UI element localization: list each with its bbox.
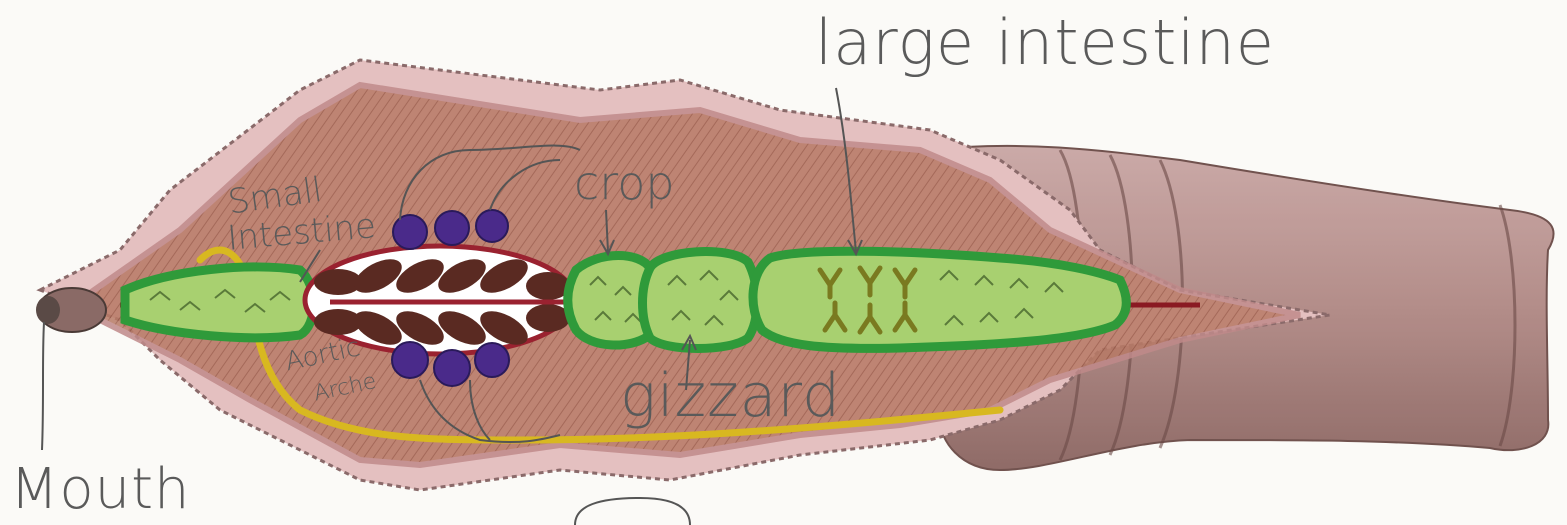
label-large-intestine: large intestine xyxy=(815,12,1275,74)
pharynx xyxy=(125,267,314,338)
label-mouth: Mouth xyxy=(10,462,191,518)
label-crop: crop xyxy=(574,160,675,206)
mouth-tip xyxy=(36,288,106,332)
gizzard xyxy=(643,252,758,349)
large-intestine xyxy=(753,251,1126,348)
speech-bubble-fragment xyxy=(575,498,690,525)
label-gizzard: gizzard xyxy=(620,366,841,426)
